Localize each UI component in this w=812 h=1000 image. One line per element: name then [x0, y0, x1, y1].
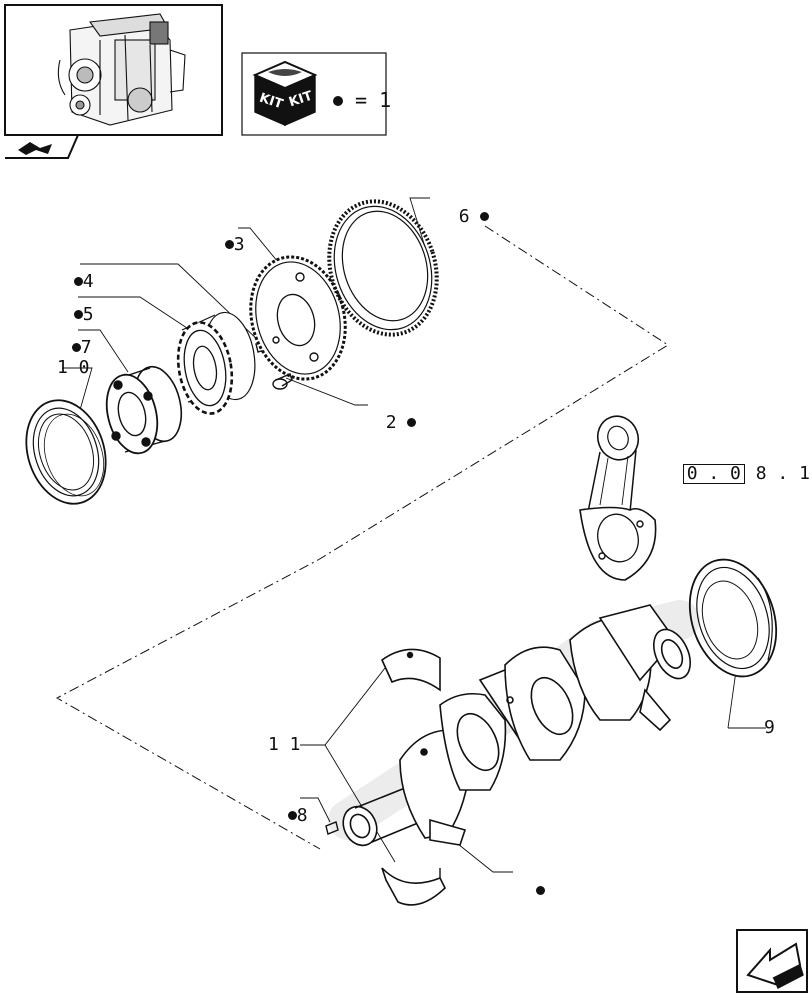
- callout-8[interactable]: 8: [266, 789, 308, 825]
- callout-7[interactable]: 7: [50, 321, 92, 357]
- callout-9[interactable]: 9: [764, 717, 775, 738]
- kit-marker-dot: [480, 212, 490, 221]
- connecting-rod[interactable]: [579, 410, 657, 581]
- callout-4[interactable]: 4: [52, 255, 94, 291]
- kit-marker-dot: [287, 811, 297, 820]
- reference-box: 0 . 0: [682, 464, 745, 484]
- kit-legend-box: [241, 52, 387, 136]
- kit-legend-value: = 1: [355, 88, 392, 112]
- callout-11[interactable]: 1 1: [268, 734, 301, 755]
- part-5-crank-gear[interactable]: [171, 309, 261, 418]
- leader-lines: [62, 197, 766, 873]
- part-9-rear-seal[interactable]: [675, 548, 790, 687]
- callout-crankshaft[interactable]: [514, 864, 545, 900]
- part-3-timing-gear[interactable]: [238, 246, 359, 390]
- next-page-arrow-icon[interactable]: [736, 929, 808, 993]
- kit-box-icon: [252, 60, 318, 127]
- part-8-pin[interactable]: [325, 821, 339, 835]
- callout-10[interactable]: 1 0: [57, 357, 90, 378]
- part-11-bearing-shell-lower[interactable]: [381, 867, 446, 906]
- engine-thumbnail[interactable]: [4, 4, 223, 136]
- part-10-oil-seal[interactable]: [13, 390, 118, 514]
- kit-marker-dot: [535, 886, 545, 895]
- callout-3[interactable]: 3: [203, 218, 245, 254]
- kit-marker-dot: [73, 277, 83, 286]
- kit-marker-dot: [333, 96, 343, 106]
- kit-legend-equals: = 1: [333, 90, 391, 110]
- reference-0-08-1[interactable]: 0 . 0 8 . 1: [661, 446, 810, 484]
- nav-tab-icon[interactable]: [5, 134, 80, 159]
- kit-marker-dot: [71, 343, 81, 352]
- callout-2[interactable]: 2: [364, 396, 417, 432]
- crankshaft[interactable]: [328, 600, 700, 851]
- assembly-boundary: [55, 225, 669, 850]
- callout-6[interactable]: 6: [437, 190, 490, 226]
- kit-marker-dot: [73, 310, 83, 319]
- part-7-spacer-ring[interactable]: [99, 362, 189, 459]
- callout-5[interactable]: 5: [52, 288, 94, 324]
- part-6-ring-gear[interactable]: [313, 187, 454, 348]
- kit-marker-dot: [407, 418, 417, 427]
- part-11-bearing-shell-upper[interactable]: [380, 648, 441, 692]
- part-2-bolt[interactable]: [272, 373, 293, 390]
- kit-marker-dot: [224, 240, 234, 249]
